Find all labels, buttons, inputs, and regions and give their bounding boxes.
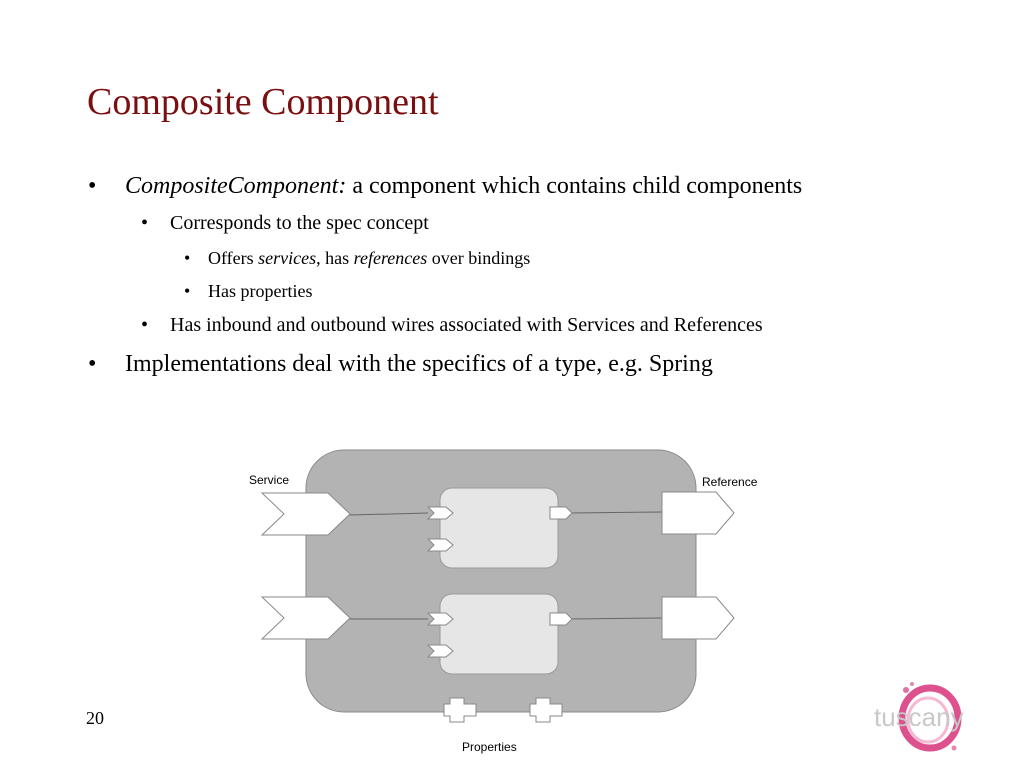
composite-service-icon <box>260 492 351 536</box>
service-label: Service <box>249 473 290 487</box>
bullet-composite-component: • CompositeComponent: a component which … <box>88 173 802 200</box>
component-reference-icon <box>549 612 573 626</box>
child-component-1 <box>439 487 559 569</box>
bullet-marker: • <box>88 173 97 199</box>
slide-title: Composite Component <box>87 81 439 123</box>
bullet-text: a component which contains child compone… <box>346 173 803 199</box>
bullet-marker: • <box>88 351 97 377</box>
composite-reference-icon <box>661 596 735 640</box>
bullet-spec-concept: • Corresponds to the spec concept <box>141 212 429 235</box>
component-service-icon <box>426 506 454 520</box>
composite-container <box>305 449 697 713</box>
composite-diagram: Service Reference Properties <box>240 440 780 765</box>
bullet-marker: • <box>141 212 149 234</box>
wire-reference-out-1 <box>569 511 663 514</box>
bullet-text: Implementations deal with the specifics … <box>125 351 713 377</box>
bullet-implementations: • Implementations deal with the specific… <box>88 351 713 378</box>
composite-reference-icon <box>661 491 735 535</box>
reference-label: Reference <box>702 475 758 489</box>
child-component-2 <box>439 593 559 675</box>
tuscany-logo: tuscany <box>868 676 1008 760</box>
property-plug-icon <box>443 697 477 723</box>
bullet-text-post: over bindings <box>427 248 531 268</box>
bullet-marker: • <box>184 281 191 301</box>
bullet-marker: • <box>184 248 191 268</box>
wire-reference-out-2 <box>569 617 663 620</box>
slide-number: 20 <box>86 708 104 728</box>
bullet-term-references: references <box>353 248 428 268</box>
bullet-text: Has inbound and outbound wires associate… <box>170 314 763 336</box>
composite-diagram-svg <box>260 449 735 723</box>
bullet-text-mid: , has <box>316 248 354 268</box>
component-service-icon <box>426 612 454 626</box>
bullet-has-properties: • Has properties <box>184 281 312 302</box>
properties-label: Properties <box>462 740 517 754</box>
bullet-term-services: services <box>258 248 317 268</box>
component-reference-icon <box>549 506 573 520</box>
property-plug-icon <box>529 697 563 723</box>
bullet-marker: • <box>141 314 149 336</box>
composite-service-icon <box>260 596 351 640</box>
bullet-offers-services: • Offers services, has references over b… <box>184 248 530 269</box>
tuscany-logo-icon: tuscany <box>874 682 964 752</box>
svg-text:tuscany: tuscany <box>874 702 964 732</box>
bullet-text: Corresponds to the spec concept <box>170 212 429 234</box>
bullet-text-pre: Offers <box>208 248 259 268</box>
bullet-wires: • Has inbound and outbound wires associa… <box>141 314 763 337</box>
component-service-icon <box>426 538 454 552</box>
bullet-term: CompositeComponent: <box>125 173 347 199</box>
component-service-icon <box>426 644 454 658</box>
bullet-text: Has properties <box>208 281 313 301</box>
wire-service-in-1 <box>349 512 429 516</box>
